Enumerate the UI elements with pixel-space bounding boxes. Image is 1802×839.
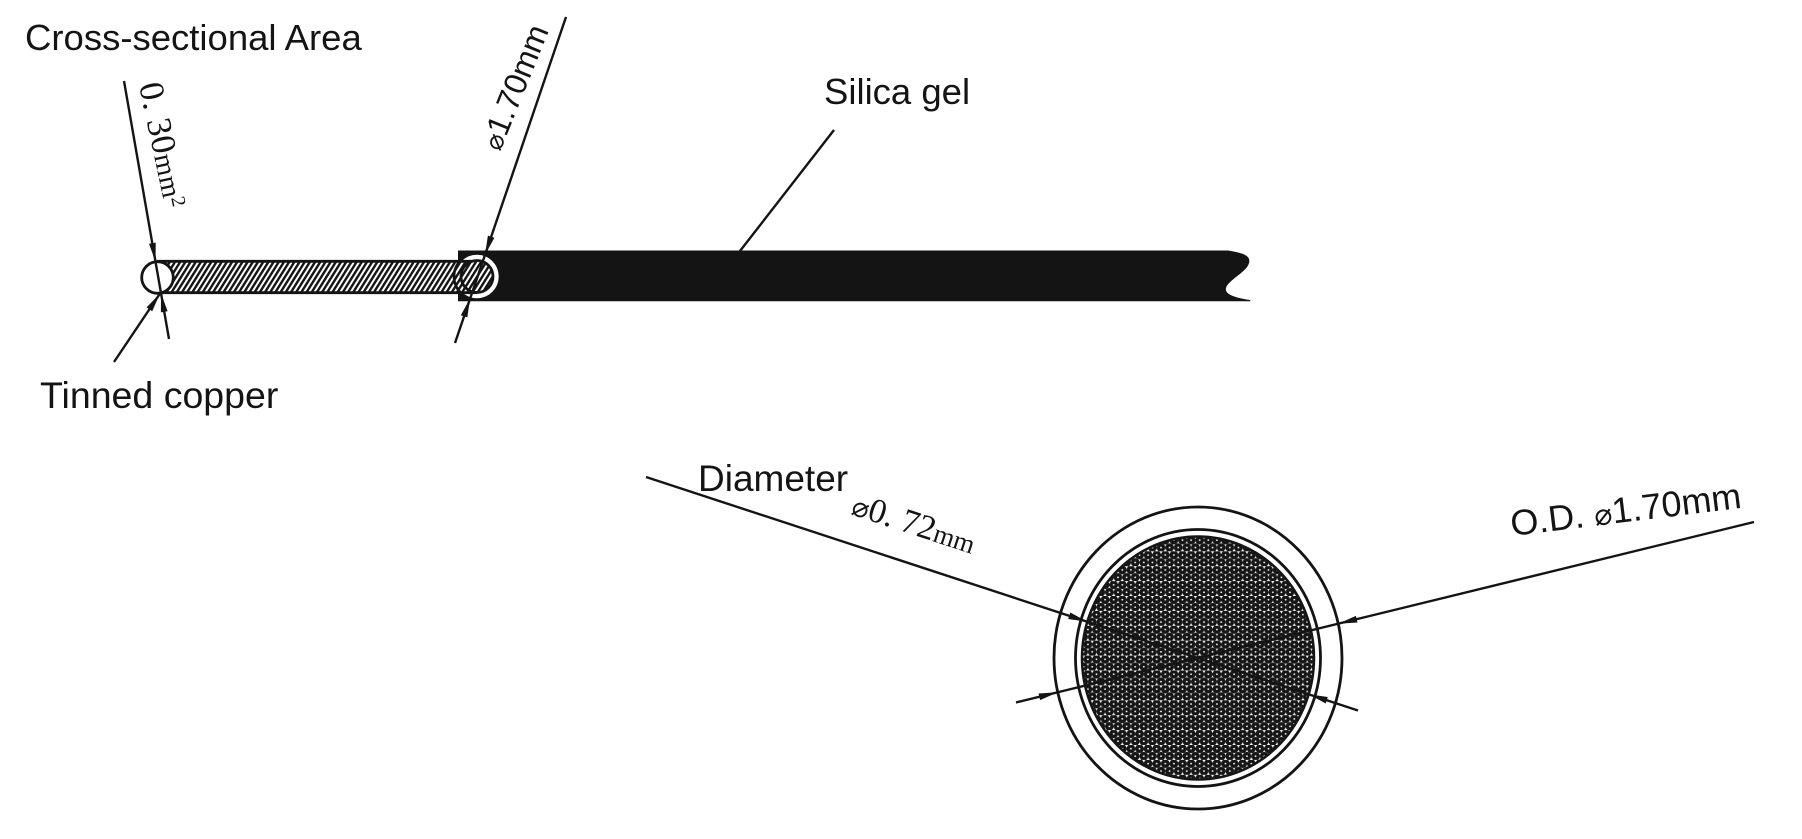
svg-text:Diameter: Diameter <box>698 458 848 499</box>
svg-text:Silica gel: Silica gel <box>824 71 970 112</box>
svg-text:0. 30mm2: 0. 30mm2 <box>131 79 196 212</box>
svg-text:Tinned copper: Tinned copper <box>40 374 278 416</box>
svg-text:Cross-sectional Area: Cross-sectional Area <box>25 17 362 58</box>
